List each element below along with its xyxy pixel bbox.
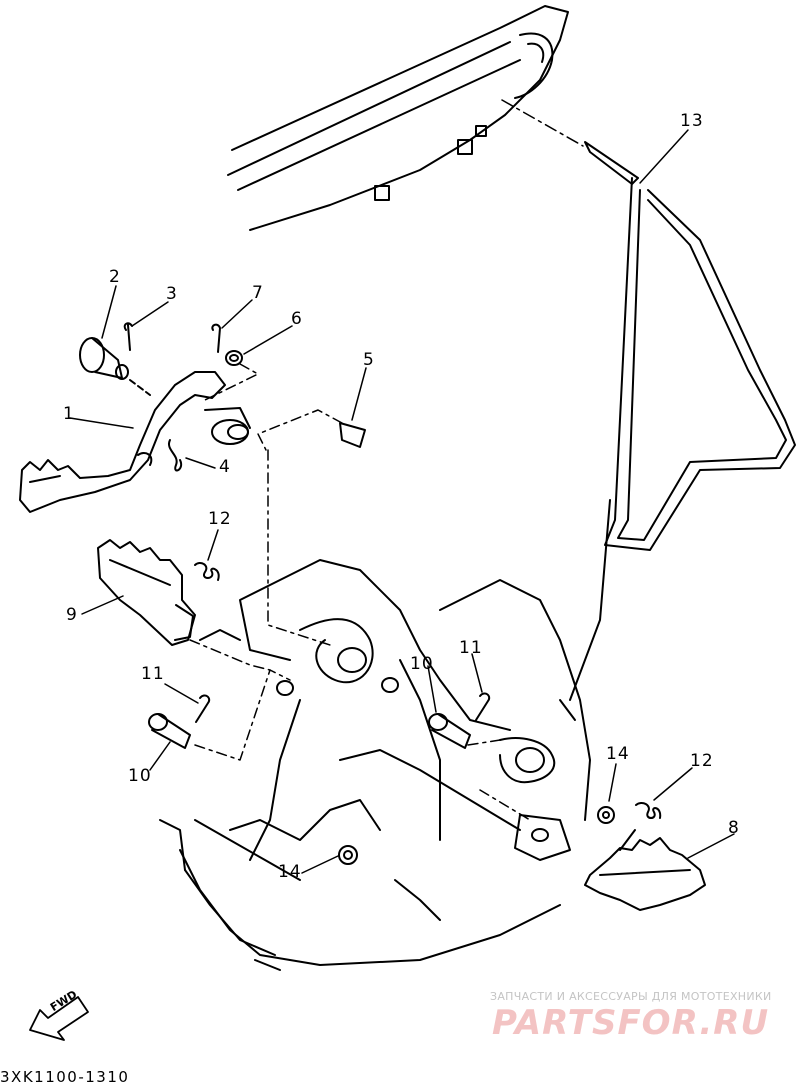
callout-4: 4 (219, 457, 231, 477)
callout-11-right: 11 (459, 638, 483, 658)
callout-8: 8 (728, 818, 740, 838)
callout-3: 3 (166, 284, 178, 304)
fwd-arrow-badge (29, 996, 89, 1041)
left-footpeg (97, 539, 220, 646)
watermark-tagline: ЗАПЧАСТИ И АКСЕССУАРЫ ДЛЯ МОТОТЕХНИКИ (490, 990, 772, 1003)
callout-1: 1 (63, 404, 75, 424)
callout-10-right: 10 (410, 654, 434, 674)
brake-pedal (19, 371, 251, 513)
small-hardware-top (167, 323, 366, 472)
right-footpeg (338, 802, 706, 911)
watermark-brand: PARTSFOR.RU (492, 1003, 770, 1043)
callout-2: 2 (109, 267, 121, 287)
callout-12-upper: 12 (208, 509, 232, 529)
callout-14-right: 14 (606, 744, 630, 764)
main-frame-outline (159, 449, 611, 971)
left-pin-hardware (148, 639, 291, 761)
callout-10-left: 10 (128, 766, 152, 786)
callout-6: 6 (291, 309, 303, 329)
pivot-shaft (79, 322, 151, 396)
rear-frame-outline (227, 5, 569, 231)
callout-12-lower: 12 (690, 751, 714, 771)
callout-5: 5 (363, 350, 375, 370)
callout-14-left: 14 (278, 862, 302, 882)
callout-7: 7 (252, 283, 264, 303)
diagram-code: 3XK1100-1310 (0, 1068, 130, 1085)
callout-leaders (69, 129, 735, 874)
callout-11-left: 11 (141, 664, 165, 684)
callout-13: 13 (680, 111, 704, 131)
rear-stand (501, 99, 796, 551)
callout-9: 9 (66, 605, 78, 625)
right-pin-hardware (428, 692, 531, 821)
